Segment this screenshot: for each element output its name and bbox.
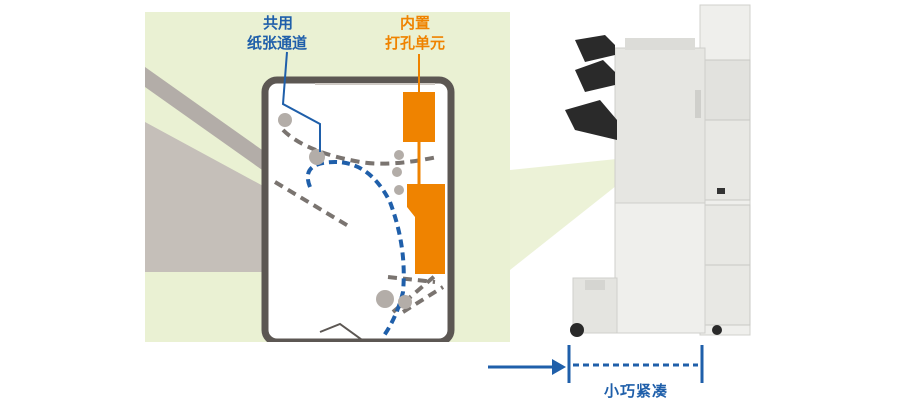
roller (398, 295, 412, 309)
finisher-machine-illustration (565, 4, 751, 337)
punch-label-line1: 内置 (399, 14, 430, 32)
shared-path-label-line1: 共用 (262, 14, 293, 32)
arrow-head (552, 359, 566, 375)
shared-path-leader (281, 51, 321, 152)
paper-path-gray-upper (281, 128, 438, 166)
output-tray-lower (145, 122, 265, 272)
wheel (570, 323, 584, 337)
output-tray-3 (565, 100, 617, 140)
roller (278, 113, 292, 127)
punch-unit-lower (407, 184, 445, 274)
punch-unit-upper (403, 92, 435, 142)
roller (392, 167, 402, 177)
output-tray-upper (145, 67, 265, 172)
output-tray-1 (575, 35, 615, 62)
punch-label-line2: 打孔单元 (384, 34, 445, 52)
roller (309, 149, 325, 165)
compact-label: 小巧紧凑 (604, 382, 669, 400)
roller (394, 185, 404, 195)
wheel (712, 325, 722, 335)
zoom-panel (145, 12, 510, 346)
output-tray-2 (575, 60, 615, 92)
shared-path-label-line2: 纸张通道 (246, 34, 307, 52)
roller (394, 150, 404, 160)
roller (376, 290, 394, 308)
compact-dimension-indicator (488, 345, 704, 383)
finisher-interior-diagram (145, 51, 455, 346)
